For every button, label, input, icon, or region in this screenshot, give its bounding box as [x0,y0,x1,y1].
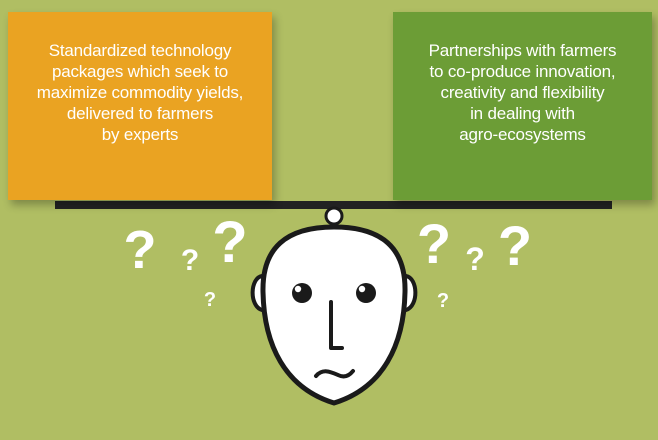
pivot-knob [324,206,344,226]
partnership-approach-box: Partnerships with farmers to co-produce … [393,12,652,200]
question-mark-icon: ? [437,290,449,312]
right-eye [356,283,376,303]
question-mark-icon: ? [498,214,532,277]
left-eye [292,283,312,303]
question-mark-icon: ? [181,244,199,277]
question-mark-icon: ? [212,210,247,275]
partnership-approach-text: Partnerships with farmers to co-produce … [428,41,617,144]
balance-beam [55,201,612,209]
head-icon [250,224,418,406]
question-mark-icon: ? [204,289,216,311]
question-mark-icon: ? [417,212,451,275]
question-mark-icon: ? [465,241,485,277]
conventional-approach-box: Standardized technology packages which s… [8,12,272,200]
question-mark-icon: ? [124,220,157,280]
conventional-approach-text: Standardized technology packages which s… [36,41,244,144]
